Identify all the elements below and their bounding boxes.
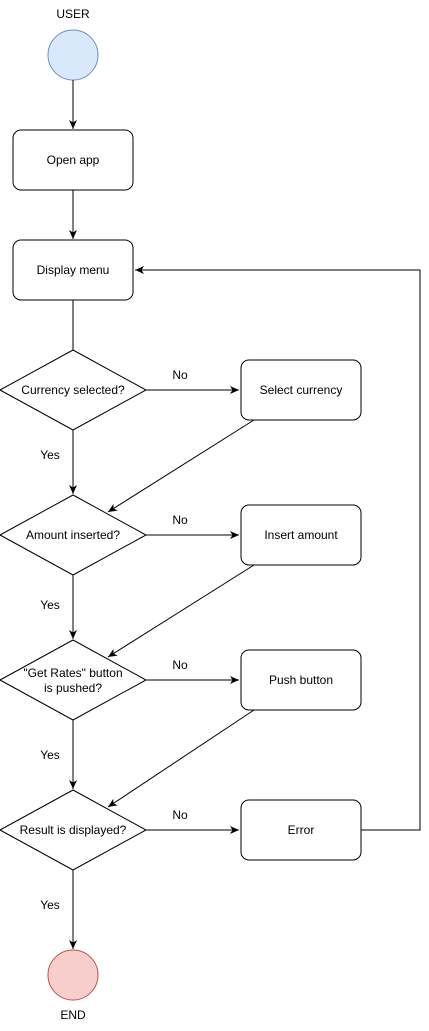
label-no-get-rates: No	[172, 658, 188, 672]
decision-get-rates-label-line2: is pushed?	[44, 681, 102, 695]
decision-get-rates-pushed: "Get Rates" button is pushed?	[0, 639, 148, 721]
start-node	[47, 29, 99, 81]
node-push-button: Push button	[240, 649, 362, 711]
decision-currency-selected: Currency selected?	[0, 349, 148, 431]
label-no-currency: No	[172, 368, 188, 382]
decision-currency-selected-label: Currency selected?	[21, 383, 125, 397]
node-insert-amount: Insert amount	[240, 504, 362, 566]
edge-error-loop-to-display-menu	[135, 266, 421, 831]
node-display-menu-label: Display menu	[37, 263, 110, 277]
decision-get-rates-label-line1: "Get Rates" button	[23, 666, 122, 680]
node-push-button-label: Push button	[269, 673, 333, 687]
decision-amount-inserted: Amount inserted?	[0, 494, 148, 576]
label-yes-currency: Yes	[40, 448, 60, 462]
label-no-result: No	[172, 808, 188, 822]
label-no-amount: No	[172, 513, 188, 527]
edge-push-button-to-result	[107, 709, 255, 808]
end-label: END	[60, 1008, 86, 1022]
node-select-currency: Select currency	[240, 359, 362, 421]
decision-result-displayed-label: Result is displayed?	[20, 823, 127, 837]
end-node	[47, 949, 99, 1001]
decision-amount-inserted-label: Amount inserted?	[26, 528, 120, 542]
edge-select-currency-to-amount	[107, 419, 255, 513]
label-yes-amount: Yes	[40, 598, 60, 612]
label-yes-get-rates: Yes	[40, 748, 60, 762]
decision-result-displayed: Result is displayed?	[0, 789, 148, 871]
edge-insert-amount-to-get-rates	[107, 564, 255, 658]
start-label: USER	[56, 7, 90, 21]
node-insert-amount-label: Insert amount	[264, 528, 338, 542]
node-open-app-label: Open app	[47, 153, 100, 167]
node-error: Error	[240, 799, 362, 861]
label-yes-result: Yes	[40, 898, 60, 912]
node-select-currency-label: Select currency	[260, 383, 343, 397]
node-display-menu: Display menu	[12, 239, 134, 301]
node-error-label: Error	[288, 823, 315, 837]
node-open-app: Open app	[12, 129, 134, 191]
